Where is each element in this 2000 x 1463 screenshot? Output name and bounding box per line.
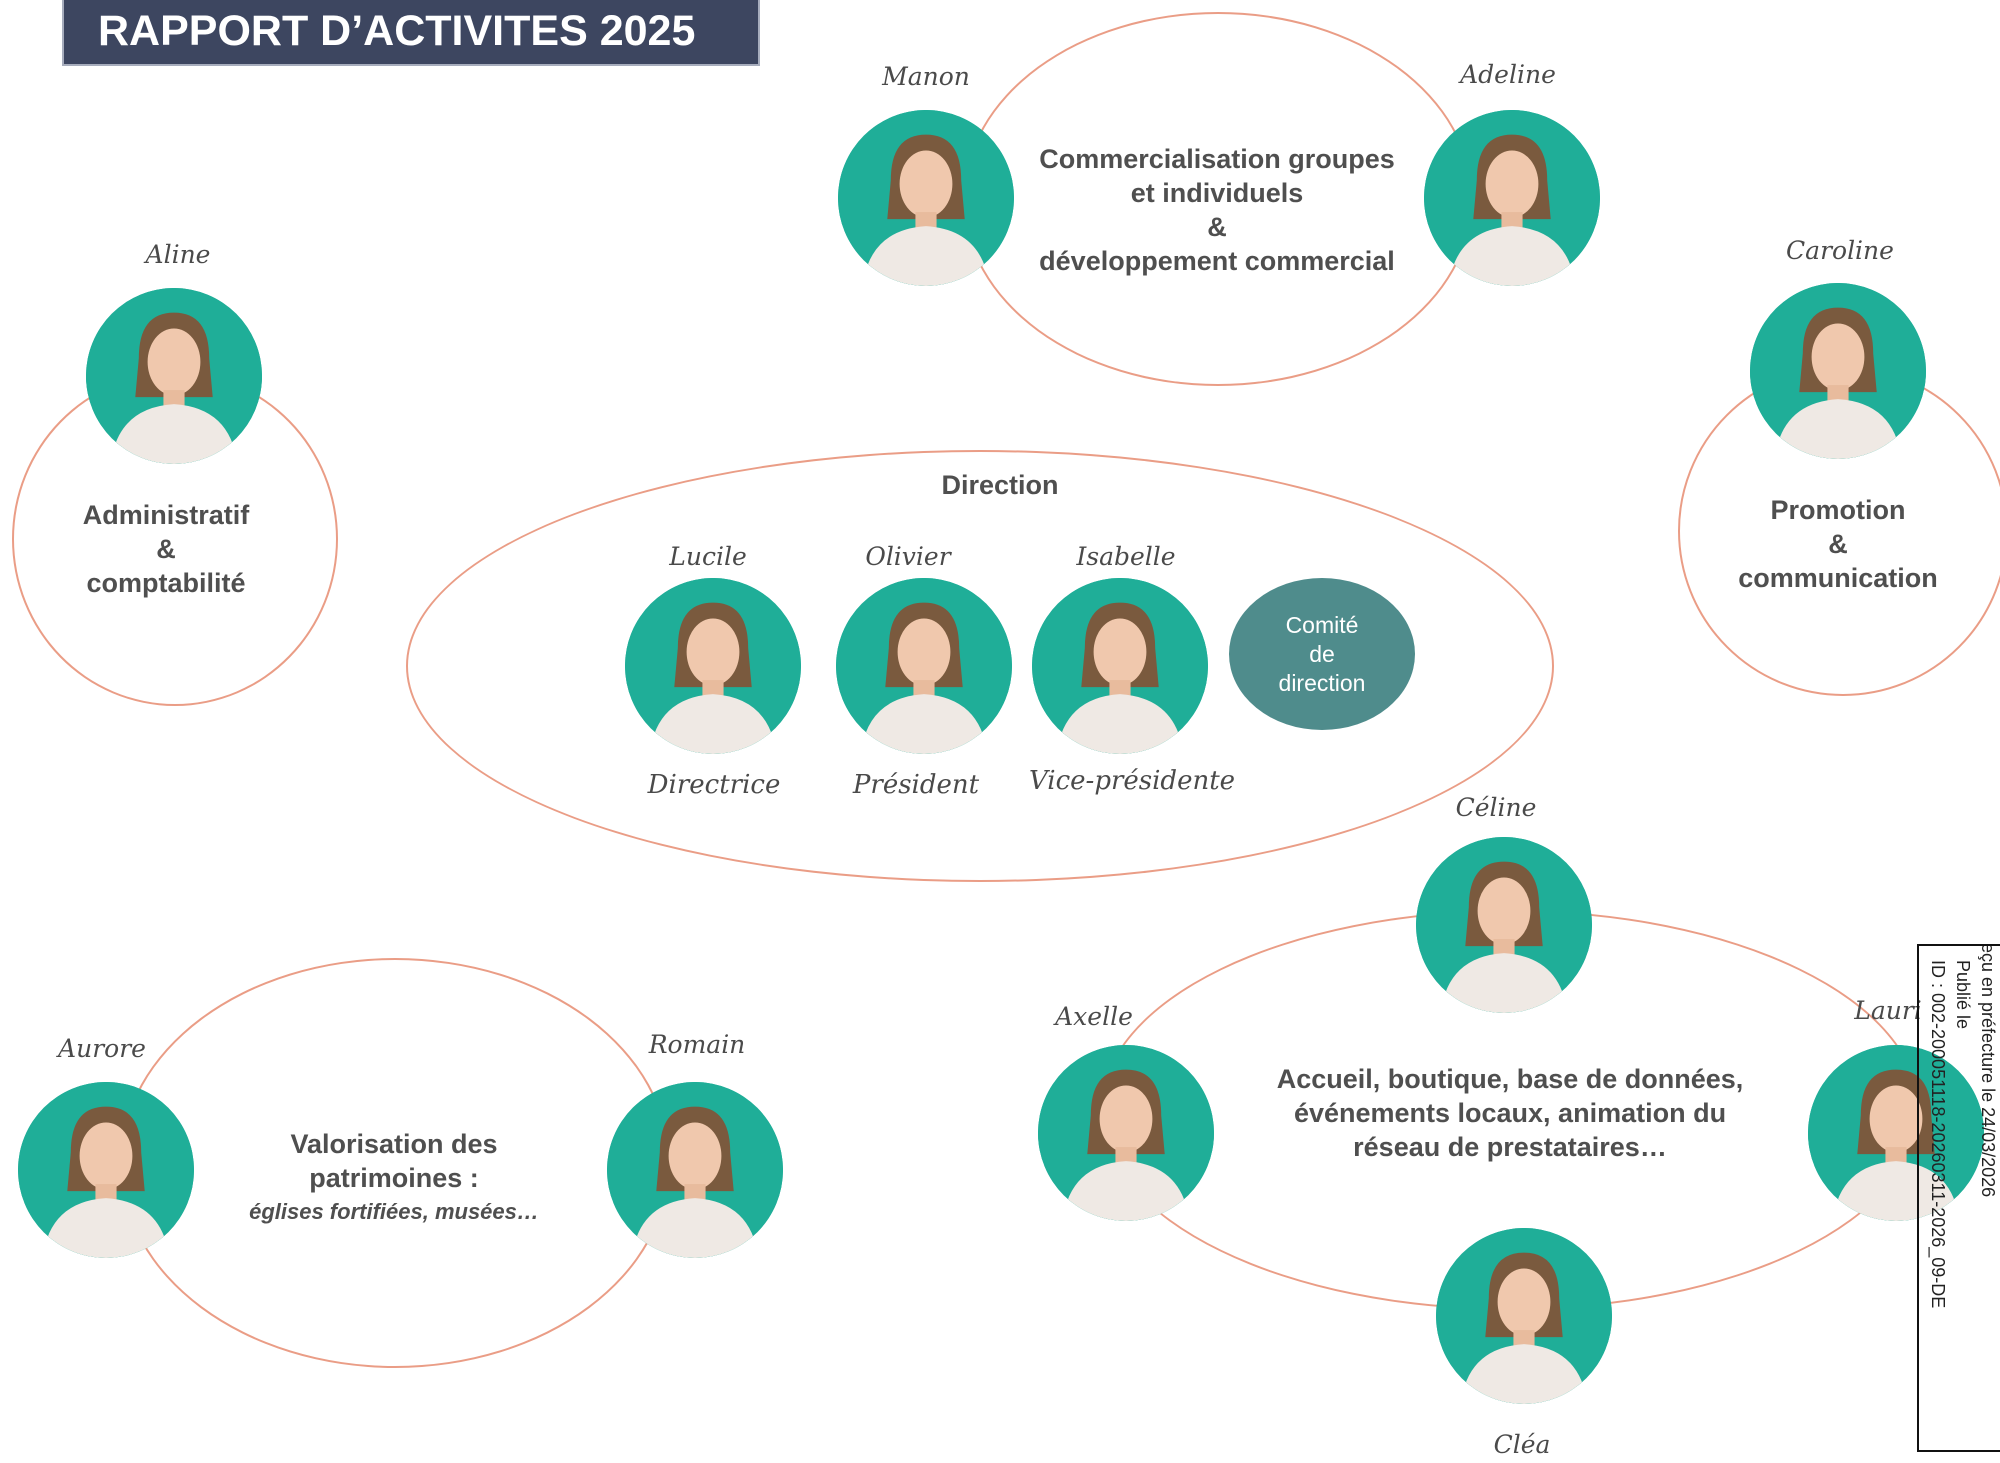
name-adeline: Adeline xyxy=(1460,60,1556,89)
photo-manon xyxy=(838,110,1014,286)
report-title: RAPPORT D’ACTIVITES 2025 xyxy=(62,0,760,66)
promo-line3: communication xyxy=(1738,563,1938,593)
photo-celine xyxy=(1416,837,1592,1013)
accueil-line3: réseau de prestataires… xyxy=(1353,1132,1667,1162)
patrimoine-label: Valorisation des patrimoines : églises f… xyxy=(218,1127,570,1229)
name-manon: Manon xyxy=(882,62,970,91)
name-caroline: Caroline xyxy=(1786,236,1894,265)
commercial-line3: & xyxy=(1207,212,1227,242)
name-clea: Cléa xyxy=(1493,1430,1551,1459)
comite-line1: Comité xyxy=(1285,611,1359,638)
patrimoine-line2: patrimoines : xyxy=(309,1163,479,1193)
name-axelle: Axelle xyxy=(1055,1002,1133,1031)
promo-line2: & xyxy=(1828,529,1848,559)
stamp-id: ID : 002-200051118-20260311-2026_09-DE xyxy=(1928,960,1948,1309)
patrimoine-sub: églises fortifiées, musées… xyxy=(249,1199,539,1224)
photo-lucile xyxy=(625,578,801,754)
name-olivier: Olivier xyxy=(865,542,951,571)
photo-caroline xyxy=(1750,283,1926,459)
role-directrice: Directrice xyxy=(647,770,781,800)
accueil-label: Accueil, boutique, base de données, évén… xyxy=(1230,1062,1790,1164)
admin-line2: & xyxy=(156,534,176,564)
admin-label: Administratif & comptabilité xyxy=(25,498,307,600)
name-isabelle: Isabelle xyxy=(1076,542,1176,571)
name-aurore: Aurore xyxy=(58,1034,146,1063)
comite-line3: direction xyxy=(1278,669,1366,696)
stamp-published: Publié le xyxy=(1953,960,1973,1030)
name-celine: Céline xyxy=(1455,793,1537,822)
photo-axelle xyxy=(1038,1045,1214,1221)
accueil-line1: Accueil, boutique, base de données, xyxy=(1276,1064,1744,1094)
photo-isabelle xyxy=(1032,578,1208,754)
accueil-line2: événements locaux, animation du xyxy=(1293,1098,1727,1128)
prefecture-stamp: Reçu en préfecture le 24/03/2026 Publié … xyxy=(1917,944,2000,1452)
admin-line1: Administratif xyxy=(82,500,250,530)
photo-romain xyxy=(607,1082,783,1258)
photo-olivier xyxy=(836,578,1012,754)
direction-ring xyxy=(406,450,1554,882)
patrimoine-line1: Valorisation des xyxy=(290,1129,498,1159)
comite-de-direction: Comité de direction xyxy=(1229,578,1415,730)
stamp-received: Reçu en préfecture le 24/03/2026 xyxy=(1978,944,1998,1198)
admin-line3: comptabilité xyxy=(86,568,246,598)
photo-aurore xyxy=(18,1082,194,1258)
name-aline: Aline xyxy=(145,240,211,269)
commercial-line4: développement commercial xyxy=(1039,246,1395,276)
promo-label: Promotion & communication xyxy=(1698,493,1978,595)
role-president: Président xyxy=(852,770,980,800)
photo-clea xyxy=(1436,1228,1612,1404)
name-romain: Romain xyxy=(648,1030,746,1059)
comite-line2: de xyxy=(1309,640,1335,667)
photo-adeline xyxy=(1424,110,1600,286)
commercial-label: Commercialisation groupes et individuels… xyxy=(1027,142,1407,278)
name-lucile: Lucile xyxy=(669,542,747,571)
role-vice-presidente: Vice-présidente xyxy=(1028,766,1236,796)
promo-line1: Promotion xyxy=(1770,495,1906,525)
commercial-line2: et individuels xyxy=(1130,178,1304,208)
commercial-line1: Commercialisation groupes xyxy=(1039,144,1395,174)
photo-aline xyxy=(86,288,262,464)
photo-laurie xyxy=(1808,1045,1984,1221)
direction-title: Direction xyxy=(941,470,1059,500)
name-laurie: Lauri xyxy=(1854,996,1922,1025)
